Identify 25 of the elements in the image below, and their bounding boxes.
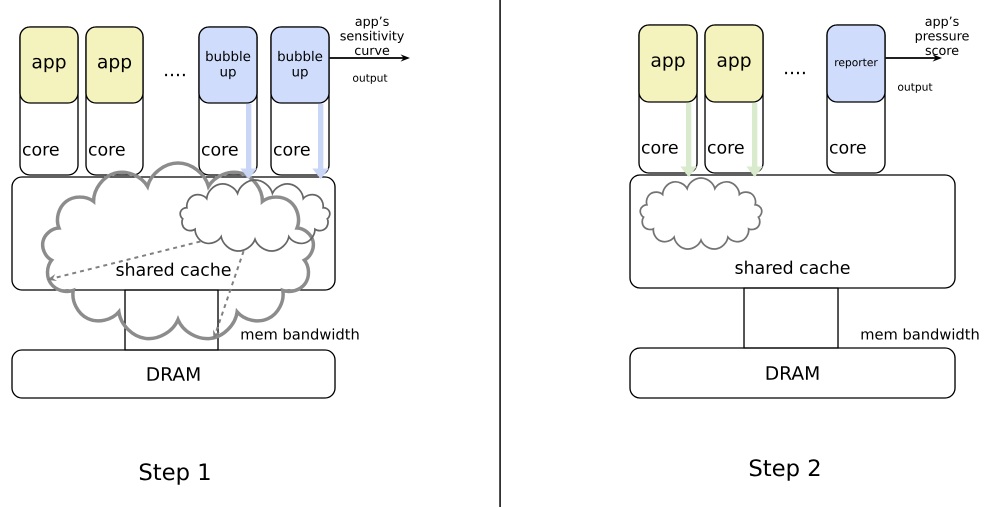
- cloud: [179, 179, 331, 252]
- bandwidth-box: [124, 289, 219, 351]
- dram-box: DRAM: [629, 347, 956, 399]
- edge-label: output: [353, 74, 388, 84]
- bubble-up-box: bubble up: [270, 26, 330, 104]
- app-box: app: [638, 24, 698, 103]
- app-box: app: [704, 24, 764, 103]
- edge-label: output: [898, 83, 932, 93]
- step-label: Step 2: [750, 459, 820, 481]
- dram-box: DRAM: [11, 349, 336, 399]
- output-text: app’s pressure score: [916, 16, 969, 56]
- cloud: [639, 177, 763, 250]
- step-label: Step 1: [140, 463, 210, 485]
- shared-cache-box: shared cache: [11, 176, 336, 291]
- bandwidth-box: [743, 287, 839, 349]
- app-box: app: [19, 26, 79, 104]
- output-text: app’s sensitivity curve: [340, 16, 404, 56]
- bubble-up-box: bubble up: [198, 26, 258, 104]
- bandwidth-label: mem bandwidth: [242, 328, 359, 340]
- reporter-box: reporter: [826, 24, 886, 103]
- bandwidth-label: mem bandwidth: [862, 328, 979, 340]
- ellipsis-label: ....: [165, 74, 185, 76]
- app-box: app: [85, 26, 144, 104]
- shared-cache-box: shared cache: [629, 174, 956, 289]
- ellipsis-label: ....: [785, 72, 805, 74]
